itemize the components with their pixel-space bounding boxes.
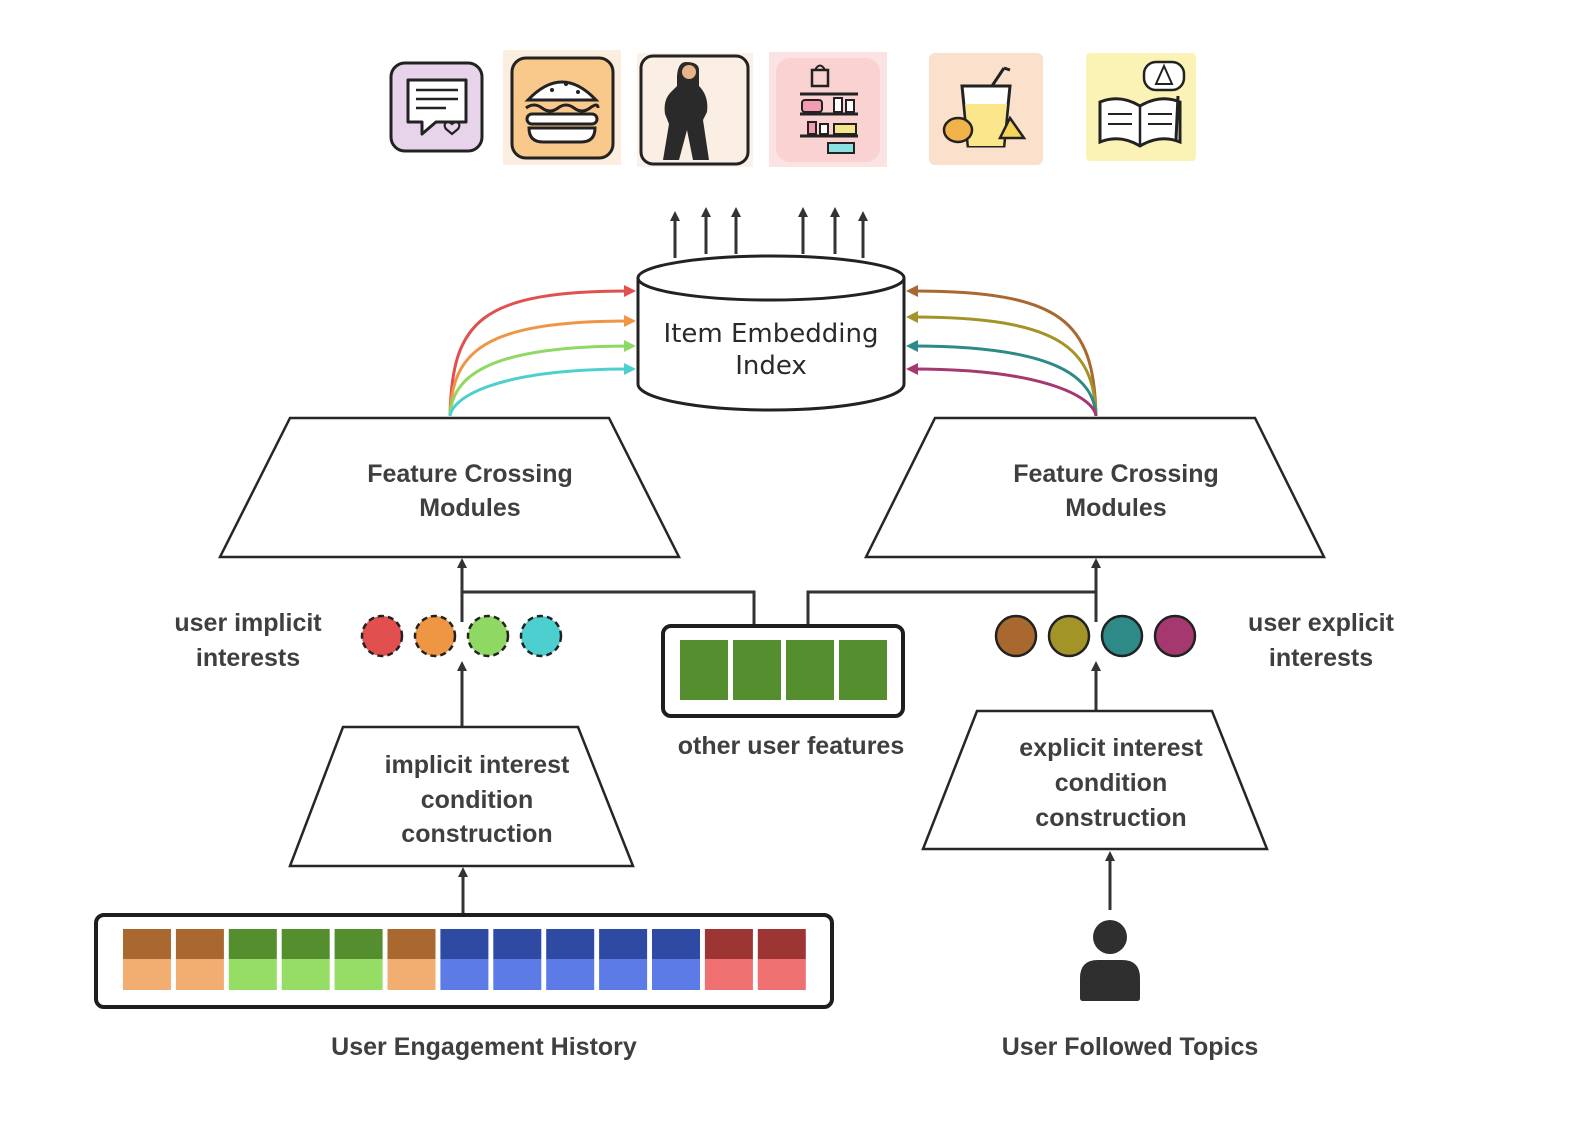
explicit-condition-module: explicit interest condition construction	[921, 709, 1269, 851]
engagement-cell	[387, 929, 436, 990]
engagement-cell	[493, 929, 542, 990]
explicit-module-line1: explicit interest	[1019, 734, 1203, 762]
explicit-query-curve	[906, 340, 1098, 417]
other-user-features-label: other user features	[678, 732, 904, 760]
explicit-query-curves	[906, 285, 1098, 417]
other-feature-cell	[786, 640, 834, 700]
explicit-interest-circle	[994, 614, 1038, 658]
connector-lines	[457, 558, 1115, 914]
implicit-query-curve	[448, 285, 636, 417]
implicit-module-line3: construction	[401, 820, 552, 848]
user-explicit-label-line2: interests	[1269, 644, 1373, 672]
user-explicit-label-line1: user explicit	[1248, 609, 1395, 637]
explicit-interest-circles	[994, 614, 1197, 658]
explicit-query-curve	[906, 363, 1098, 417]
implicit-interest-circles	[360, 614, 563, 658]
implicit-query-curve	[448, 340, 636, 417]
implicit-query-curve	[448, 315, 636, 417]
followed-topics-label: User Followed Topics	[1002, 1033, 1259, 1061]
implicit-interest-circle	[360, 614, 404, 658]
other-feature-cell	[839, 640, 887, 700]
feature-crossing-left: Feature Crossing Modules	[217, 416, 682, 559]
engagement-cell	[757, 929, 806, 990]
implicit-condition-module: implicit interest condition construction	[288, 725, 635, 868]
feature-crossing-right: Feature Crossing Modules	[863, 416, 1327, 559]
burger-icon	[503, 50, 621, 165]
user-icon	[1080, 920, 1140, 1001]
implicit-interest-circle	[466, 614, 510, 658]
content-icons-row	[389, 50, 1196, 167]
engagement-cell	[281, 929, 330, 990]
engagement-cell	[440, 929, 489, 990]
feature-crossing-right-line1: Feature Crossing	[1013, 460, 1219, 488]
item-embedding-index: Item Embedding Index	[636, 254, 906, 412]
explicit-module-line3: construction	[1035, 804, 1186, 832]
feature-crossing-left-line1: Feature Crossing	[367, 460, 573, 488]
engagement-history-label: User Engagement History	[331, 1033, 637, 1061]
juice-fruit-icon	[929, 53, 1043, 165]
explicit-query-curve	[906, 285, 1098, 417]
explicit-module-line2: condition	[1055, 769, 1167, 797]
fashion-person-icon	[637, 53, 753, 167]
other-user-features: other user features	[661, 624, 905, 760]
engagement-cell	[546, 929, 595, 990]
user-implicit-label-line2: interests	[196, 644, 300, 672]
user-followed-topics: User Followed Topics	[1002, 920, 1259, 1061]
other-feature-cell	[733, 640, 781, 700]
database-label-line1: Item Embedding	[664, 319, 879, 349]
feature-crossing-right-line2: Modules	[1065, 494, 1166, 522]
retrieval-arrows	[670, 207, 868, 258]
explicit-query-curve	[906, 311, 1098, 417]
explicit-interest-circle	[1047, 614, 1091, 658]
user-implicit-label-line1: user implicit	[174, 609, 322, 637]
database-label-line2: Index	[735, 351, 807, 381]
implicit-query-curves	[448, 285, 636, 417]
explicit-interest-circle	[1100, 614, 1144, 658]
engagement-cell	[599, 929, 648, 990]
user-engagement-history: User Engagement History	[94, 913, 834, 1061]
implicit-module-line2: condition	[421, 786, 533, 814]
review-chat-icon	[389, 61, 484, 153]
implicit-module-line1: implicit interest	[385, 751, 570, 779]
engagement-cell	[228, 929, 277, 990]
shop-shelf-icon	[769, 52, 887, 167]
engagement-cell	[123, 929, 171, 990]
explicit-interest-circle	[1153, 614, 1197, 658]
engagement-cell	[334, 929, 383, 990]
implicit-query-curve	[448, 363, 636, 417]
other-feature-cell	[680, 640, 728, 700]
implicit-interest-circle	[413, 614, 457, 658]
engagement-cell	[175, 929, 224, 990]
engagement-cell	[704, 929, 753, 990]
engagement-cell	[652, 929, 700, 990]
book-reading-icon	[1086, 53, 1196, 161]
implicit-interest-circle	[519, 614, 563, 658]
feature-crossing-left-line2: Modules	[419, 494, 520, 522]
